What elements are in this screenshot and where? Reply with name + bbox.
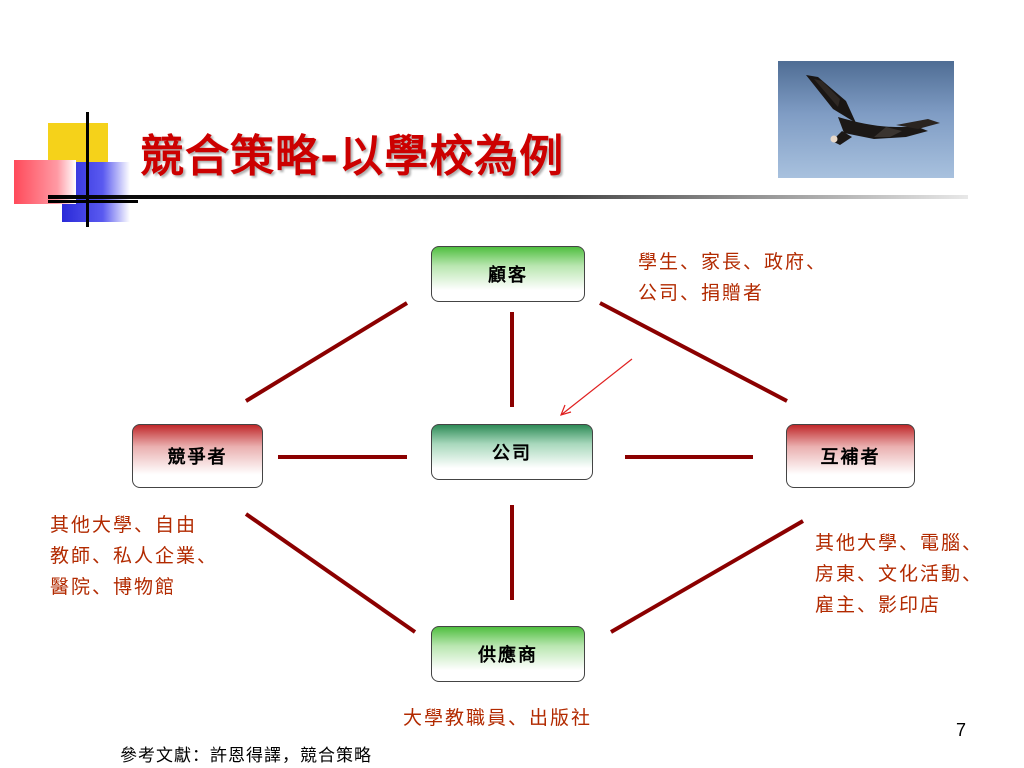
- line-customer-complementor: [599, 301, 788, 403]
- note-competitor-line: 教師、私人企業、: [50, 545, 219, 567]
- node-competitor: 競爭者: [132, 424, 263, 488]
- node-complementor-label: 互補者: [820, 447, 881, 468]
- reference-citation: 參考文獻：許恩得譯，競合策略: [120, 746, 372, 766]
- note-customer-line: 學生、家長、政府、: [638, 251, 828, 273]
- red-arrow-icon: [559, 358, 633, 416]
- line-competitor-supplier: [244, 512, 417, 634]
- deco-horizontal-line: [48, 200, 138, 203]
- flying-eagle-icon: [806, 75, 940, 145]
- note-customer: 學生、家長、政府、 公司、捐贈者: [638, 247, 827, 309]
- note-complementor-line: 其他大學、電腦、: [815, 532, 984, 554]
- note-complementor-line: 房東、文化活動、: [815, 563, 984, 585]
- note-supplier: 大學教職員、出版社: [403, 707, 593, 729]
- node-company-label: 公司: [492, 443, 532, 464]
- node-supplier: 供應商: [431, 626, 585, 682]
- page-title: 競合策略-以學校為例: [140, 131, 565, 182]
- node-customer-label: 顧客: [488, 265, 528, 286]
- title-underline: [48, 195, 968, 199]
- note-competitor-line: 醫院、博物館: [50, 576, 177, 598]
- node-complementor: 互補者: [786, 424, 915, 488]
- note-customer-line: 公司、捐贈者: [638, 282, 765, 304]
- node-supplier-label: 供應商: [478, 645, 538, 666]
- node-company: 公司: [431, 424, 593, 480]
- line-customer-competitor: [244, 301, 409, 403]
- note-complementor: 其他大學、電腦、 房東、文化活動、 雇主、影印店: [815, 528, 983, 621]
- node-competitor-label: 競爭者: [167, 447, 228, 468]
- note-competitor-line: 其他大學、自由: [50, 514, 198, 536]
- node-customer: 顧客: [431, 246, 585, 302]
- line-complementor-supplier: [609, 519, 805, 634]
- page-number: 7: [956, 720, 967, 740]
- note-competitor: 其他大學、自由 教師、私人企業、 醫院、博物館: [50, 510, 218, 603]
- eagle-photo: [778, 61, 954, 178]
- note-complementor-line: 雇主、影印店: [815, 594, 942, 616]
- deco-vertical-line: [86, 112, 89, 227]
